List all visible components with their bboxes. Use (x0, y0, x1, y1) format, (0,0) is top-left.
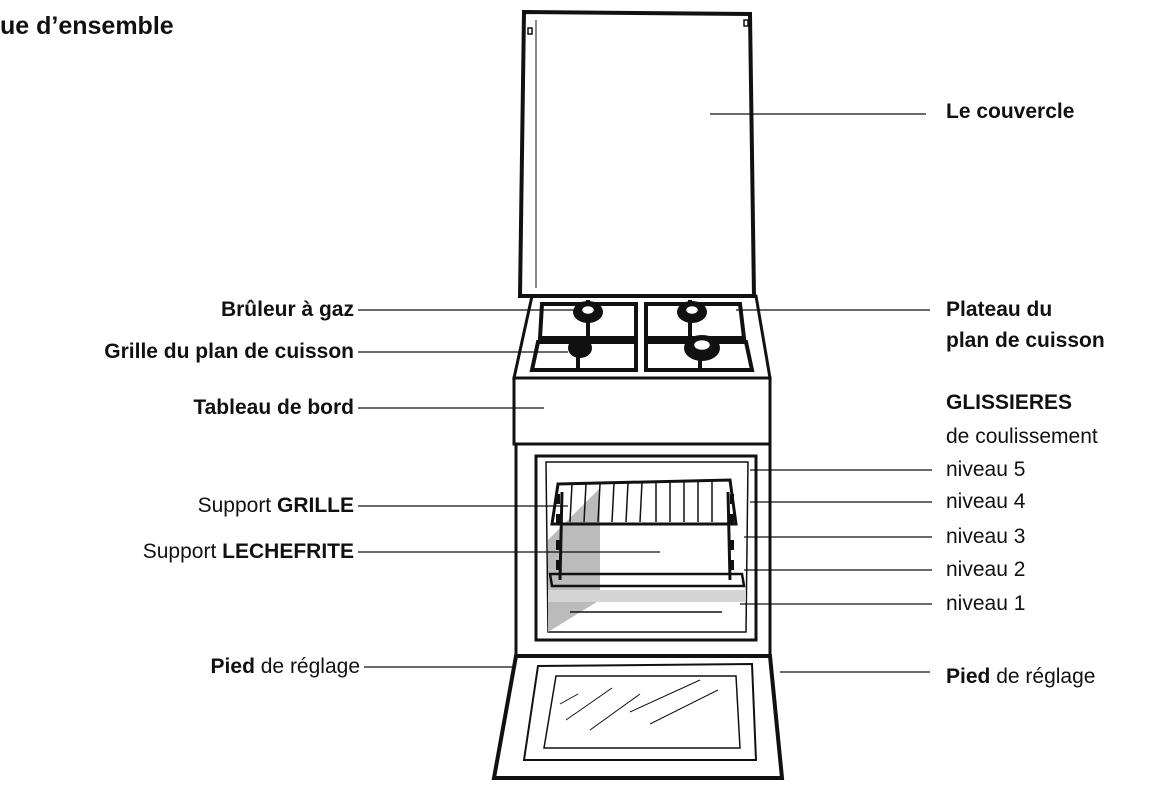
label-tableau: Tableau de bord (193, 396, 354, 419)
burners (568, 301, 720, 361)
label-bruleur: Brûleur à gaz (220, 298, 354, 321)
label-coulissement: de coulissement (946, 425, 1098, 448)
label-niveau-1: niveau 1 (946, 592, 1026, 615)
label-couvercle: Le couvercle (946, 100, 1075, 123)
label-niveau-5: niveau 5 (946, 458, 1026, 481)
page-title: ue d’ensemble (0, 12, 174, 40)
pied-word: Pied (210, 655, 255, 678)
label-pied-right: Pied de réglage (946, 664, 1095, 690)
de-reglage-text: de réglage (260, 655, 360, 678)
label-plateau-line1: Plateau du (946, 298, 1053, 321)
oven-door (491, 654, 785, 780)
label-niveau-4: niveau 4 (946, 490, 1026, 513)
support-lechefrite-word: LECHEFRITE (222, 540, 354, 563)
leader-lines (358, 113, 932, 673)
support-prefix: Support (197, 494, 272, 517)
support-prefix: Support (142, 540, 217, 563)
control-panel (512, 376, 772, 446)
label-niveau-2: niveau 2 (946, 558, 1026, 581)
lid (517, 9, 757, 298)
label-pied-left: Pied de réglage (211, 654, 360, 680)
oven-body (514, 444, 772, 660)
label-plateau-line2: plan de cuisson (946, 329, 1105, 352)
support-grille-word: GRILLE (277, 494, 354, 517)
hob (512, 294, 772, 380)
label-grille-plan: Grille du plan de cuisson (104, 340, 354, 363)
pied-word: Pied (946, 665, 991, 688)
label-niveau-3: niveau 3 (946, 525, 1026, 548)
label-support-lechefrite: Support LECHEFRITE (143, 539, 354, 565)
label-glissieres: GLISSIERES (946, 391, 1073, 414)
label-support-grille: Support GRILLE (198, 493, 354, 519)
de-reglage-text: de réglage (996, 665, 1096, 688)
